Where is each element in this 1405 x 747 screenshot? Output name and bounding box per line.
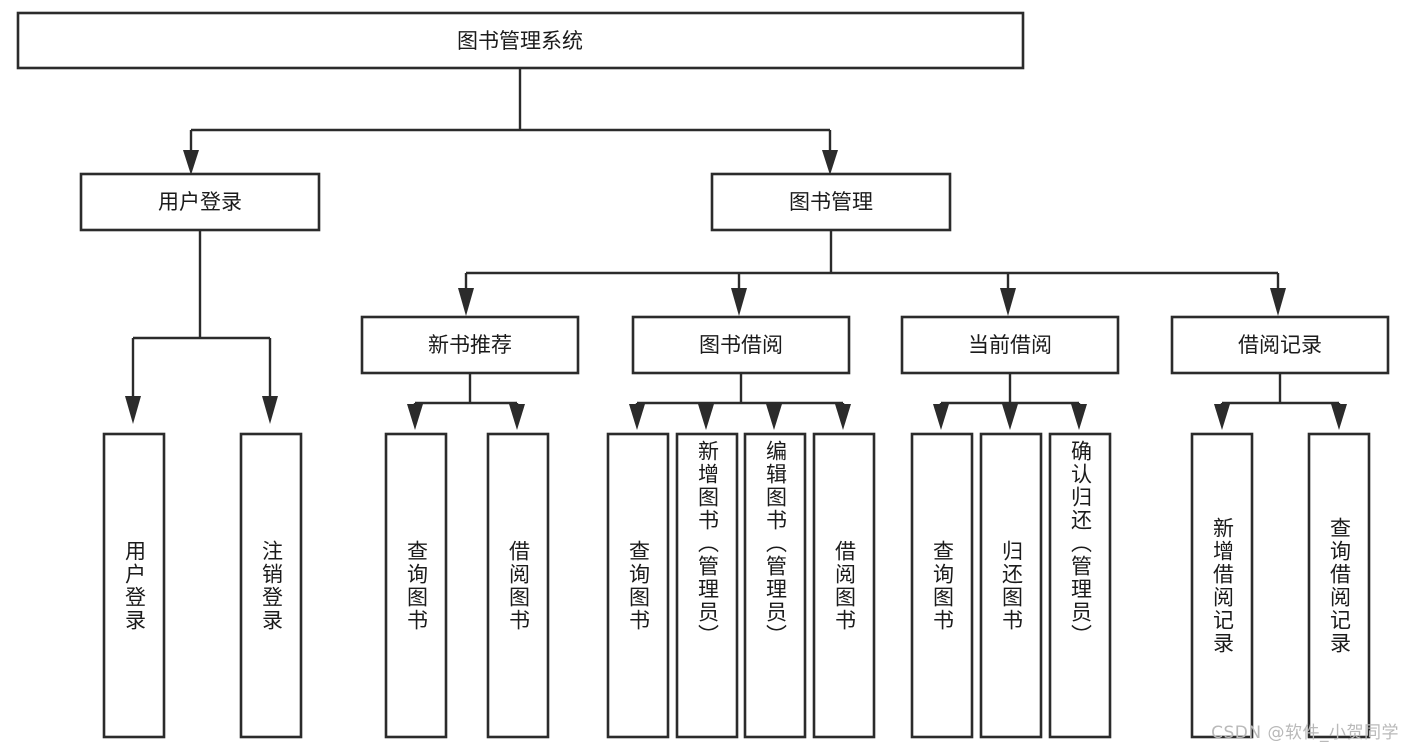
leaf-box-borrow-book-1[interactable] (486, 432, 550, 739)
node-new-book-recommend-box[interactable] (360, 315, 580, 375)
node-user-login-box[interactable] (79, 172, 321, 232)
arrow-head-icon (1331, 404, 1347, 430)
leaf-box-return-book[interactable] (979, 432, 1043, 739)
node-borrow-record[interactable]: 借阅记录 (1170, 315, 1390, 375)
arrow-head-icon (629, 404, 645, 430)
leaf-box-add-record[interactable] (1190, 432, 1254, 739)
node-current-borrow-label: 当前借阅 (968, 333, 1052, 357)
node-root-label: 图书管理系统 (457, 29, 583, 53)
connector-borrow-record-to-leaves (1214, 373, 1347, 430)
node-user-login[interactable]: 用户登录 (79, 172, 321, 232)
node-current-borrow-box[interactable] (900, 315, 1120, 375)
connector-book-management-to-level3 (458, 230, 1286, 316)
connector-book-borrow-to-leaves (629, 373, 851, 430)
node-book-borrow[interactable]: 图书借阅 (631, 315, 851, 375)
connector-current-borrow-to-leaves (933, 373, 1087, 430)
node-book-management-label: 图书管理 (789, 190, 873, 214)
node-new-book-recommend-label: 新书推荐 (428, 333, 512, 357)
leaf-box-add-book[interactable] (675, 432, 739, 739)
leaf-box-query-book-2[interactable] (606, 432, 670, 739)
arrow-head-icon (698, 404, 714, 430)
node-new-book-recommend[interactable]: 新书推荐 (360, 315, 580, 375)
node-root-box[interactable] (16, 11, 1025, 70)
node-root[interactable]: 图书管理系统 (16, 11, 1025, 70)
arrow-head-icon (822, 150, 838, 175)
leaf-box-logout[interactable] (239, 432, 303, 739)
node-book-management[interactable]: 图书管理 (710, 172, 952, 232)
arrow-head-icon (731, 288, 747, 316)
node-current-borrow[interactable]: 当前借阅 (900, 315, 1120, 375)
arrow-head-icon (458, 288, 474, 316)
connector-root-to-level2 (183, 68, 838, 175)
leaf-box-query-record[interactable] (1307, 432, 1371, 739)
arrow-head-icon (262, 396, 278, 424)
arrow-head-icon (183, 150, 199, 175)
leaf-box-confirm-return[interactable] (1048, 432, 1112, 739)
arrow-head-icon (1000, 288, 1016, 316)
arrow-head-icon (933, 404, 949, 430)
leaf-box-edit-book[interactable] (743, 432, 807, 739)
leaf-box-user-login[interactable] (102, 432, 166, 739)
leaf-box-borrow-book-2[interactable] (812, 432, 876, 739)
connector-user-login-to-leaves (125, 230, 278, 424)
leaf-box-query-book-3[interactable] (910, 432, 974, 739)
leaf-box-query-book-1[interactable] (384, 432, 448, 739)
node-borrow-record-label: 借阅记录 (1238, 333, 1322, 357)
arrow-head-icon (407, 404, 423, 430)
node-book-borrow-label: 图书借阅 (699, 333, 783, 357)
arrow-head-icon (766, 404, 782, 430)
connector-new-book-recommend-to-leaves (407, 373, 525, 430)
arrow-head-icon (509, 404, 525, 430)
arrow-head-icon (1071, 404, 1087, 430)
arrow-head-icon (125, 396, 141, 424)
arrow-head-icon (1270, 288, 1286, 316)
csdn-watermark: CSDN @软件_小贺同学 (1211, 723, 1399, 743)
arrow-head-icon (1214, 404, 1230, 430)
arrow-head-icon (1002, 404, 1018, 430)
arrow-head-icon (835, 404, 851, 430)
node-user-login-label: 用户登录 (158, 190, 242, 214)
